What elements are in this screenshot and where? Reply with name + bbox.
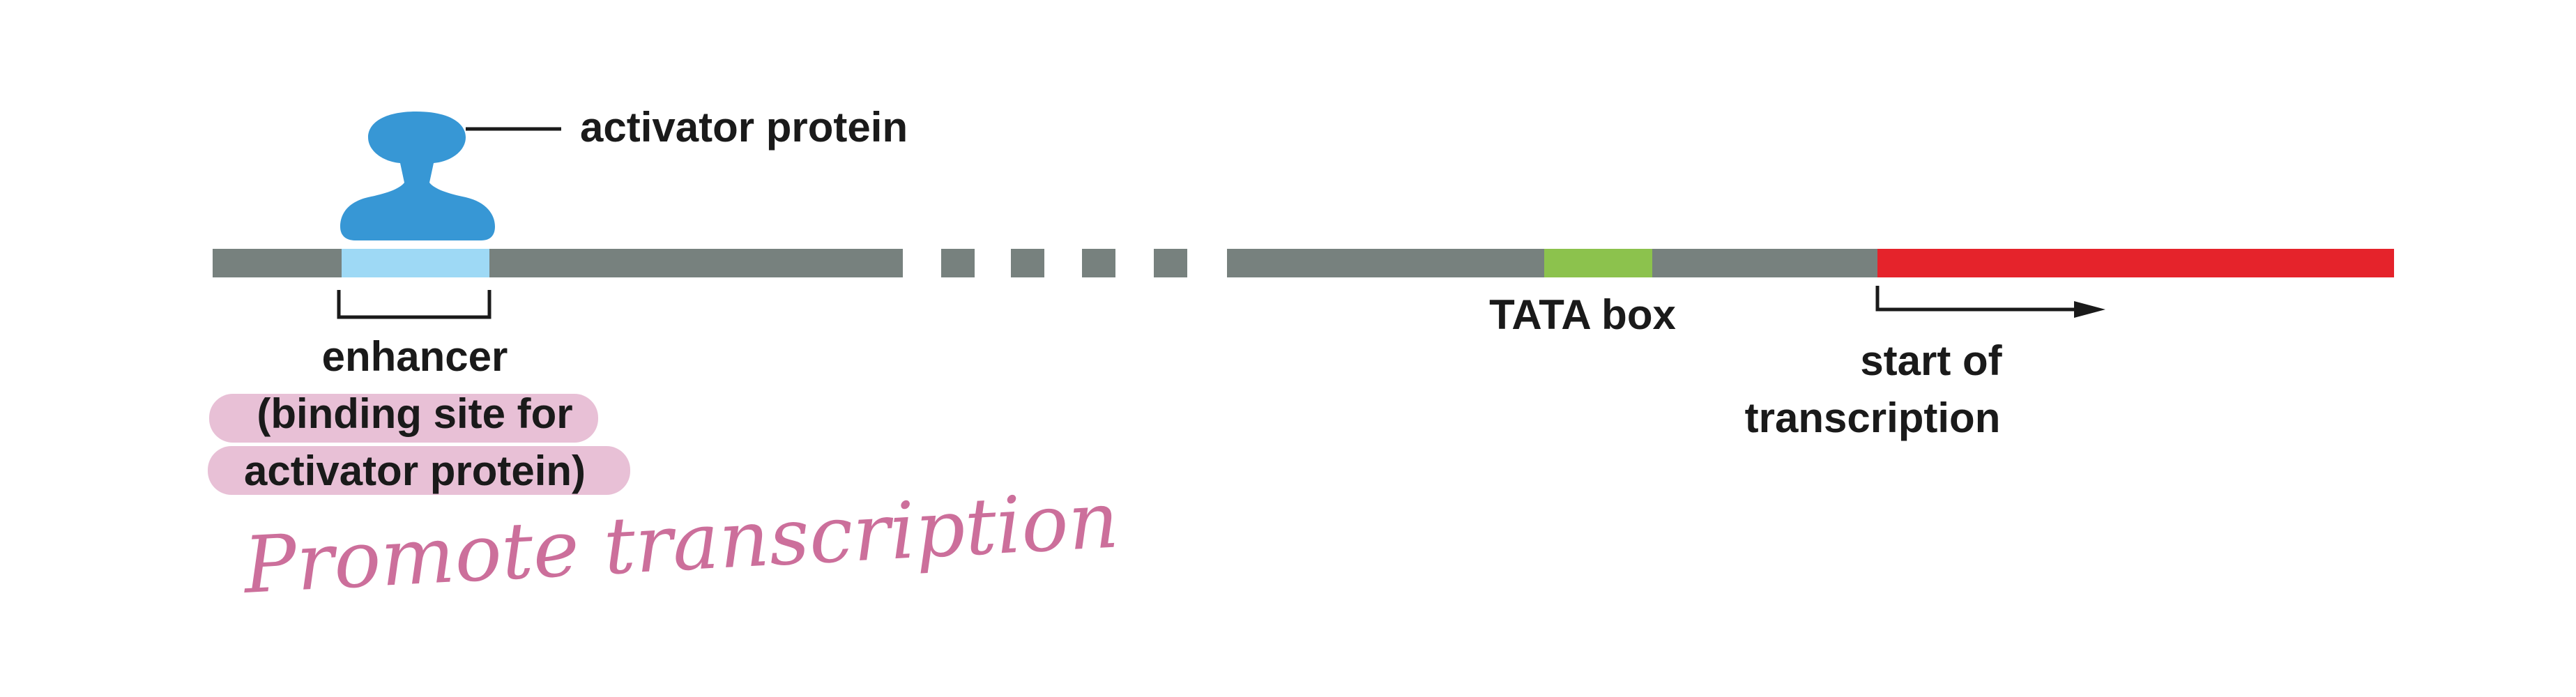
enhancer-note-line-1: (binding site for [257, 390, 572, 437]
dna-segment-after-tata [1652, 249, 1877, 277]
dna-gap-dash [941, 249, 975, 277]
dna-segment-left [213, 249, 342, 277]
enhancer-note-line-2: activator protein) [244, 447, 586, 494]
start-of-label: start of [1860, 337, 2002, 384]
tata-box-region [1544, 249, 1652, 277]
gene-coding-region [1877, 249, 2394, 277]
tata-box-label: TATA box [1489, 291, 1676, 338]
highlight-mark [208, 446, 630, 495]
enhancer-label: enhancer [322, 333, 508, 380]
activator-protein-label: activator protein [580, 104, 908, 151]
transcription-start-line [1875, 286, 2081, 312]
enhancer-bracket [337, 290, 491, 319]
dna-gap-dash [1154, 249, 1187, 277]
transcription-arrowhead-icon [2074, 301, 2105, 318]
enhancer-region [342, 249, 489, 277]
highlight-mark [209, 394, 598, 443]
handwritten-note: Promote transcription [241, 475, 1121, 611]
dna-segment-after-enhancer [489, 249, 903, 277]
dna-gap-dash [1082, 249, 1115, 277]
activator-protein-shape [340, 112, 495, 240]
transcription-label: transcription [1745, 395, 2001, 441]
dna-gap-dash [1011, 249, 1044, 277]
dna-segment-before-tata [1227, 249, 1544, 277]
